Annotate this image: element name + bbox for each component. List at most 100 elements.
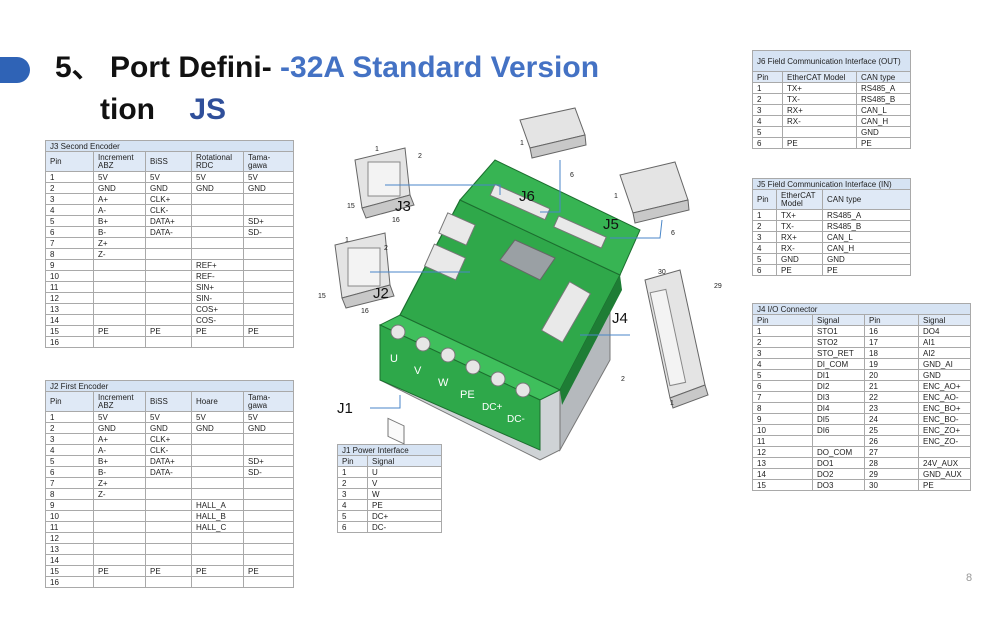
j3-cell: 5V (243, 171, 294, 183)
j3-cell: GND (93, 182, 146, 194)
j3-cell (145, 248, 192, 260)
j3-cell (93, 303, 146, 315)
j3-cell: 5V (145, 171, 192, 183)
terminal-screws (390, 324, 531, 398)
j3-cell (243, 259, 294, 271)
j3-header: BiSS (145, 151, 192, 172)
pin-j2-1: 1 (345, 237, 349, 244)
pin-j4-30: 30 (658, 269, 666, 276)
j2-cell (145, 554, 192, 566)
j3-cell (243, 292, 294, 304)
j2-cell (191, 433, 244, 445)
j5-cell: GND (776, 253, 823, 265)
j2-cell: 2 (45, 422, 94, 434)
j1-cell: 6 (337, 521, 368, 533)
j3-cell: 5V (191, 171, 244, 183)
j3-table-row: 16 (45, 336, 294, 348)
j2-table-row: 12 (45, 532, 295, 544)
j5-header-row: Pin EtherCAT Model CAN type (752, 189, 911, 210)
j2-cell: GND (242, 422, 295, 434)
j2-cell: 5V (242, 411, 295, 423)
j2-cell: A+ (93, 433, 146, 445)
j3-cell (93, 292, 146, 304)
j4-cell: 30 (864, 479, 919, 491)
j4-cell: STO2 (812, 336, 865, 348)
page-title: 5、 Port Defini- -32A Standard Version (55, 50, 599, 86)
j2-cell: HALL_A (191, 499, 244, 511)
j3-cell (191, 248, 244, 260)
j2-cell (191, 444, 244, 456)
j3-cell: 2 (45, 182, 94, 194)
j2-cell (145, 576, 192, 588)
j2-cell: 5V (145, 411, 192, 423)
j3-cell (191, 336, 244, 348)
j1-cell: 3 (337, 488, 368, 500)
j3-cell: PE (243, 325, 294, 337)
callout-arrows (370, 160, 663, 409)
terminal-label-w: W (438, 377, 449, 389)
j2-cell: 3 (45, 433, 94, 445)
j4-cell: DI6 (812, 424, 865, 436)
label-j3: J3 (395, 198, 411, 215)
j2-cell: 9 (45, 499, 94, 511)
j4-cell: DO3 (812, 479, 865, 491)
pin-j3-15: 15 (347, 203, 355, 210)
driver-board-illustration: U V W PE DC+ DC- (334, 107, 709, 461)
j5-cell: GND (822, 253, 911, 265)
j4-cell: 9 (752, 413, 813, 425)
j3-cell: DATA+ (145, 215, 192, 227)
j2-cell (145, 488, 192, 500)
j6-cell: RX+ (782, 104, 857, 116)
j2-caption: J2 First Encoder (44, 380, 295, 392)
j2-cell (93, 510, 146, 522)
j4-cell: 4 (752, 358, 813, 370)
j2-cell (242, 543, 295, 555)
j4-cell: 11 (752, 435, 813, 447)
pin-j5-1: 1 (614, 193, 618, 200)
j2-table-row: 9 HALL_A (45, 499, 295, 511)
j3-cell (145, 292, 192, 304)
j6-caption: J6 Field Communication Interface (OUT) (751, 50, 912, 72)
j2-table: J2 First Encoder Pin Increment ABZ BiSS … (44, 380, 295, 588)
j2-cell: SD- (242, 466, 295, 478)
j4-cell: GND_AI (917, 358, 972, 370)
j2-cell (242, 433, 295, 445)
j3-cell: 12 (45, 292, 94, 304)
j3-cell: COS- (191, 314, 244, 326)
j4-cell: 6 (752, 380, 813, 392)
j5-cell: 5 (752, 253, 777, 265)
j4-cell: 28 (864, 457, 919, 469)
j1-cell: 5 (337, 510, 368, 522)
j4-cell: 18 (864, 347, 919, 359)
arrow-j3 (385, 184, 501, 195)
j2-cell (93, 532, 146, 544)
j6-cell: 3 (752, 104, 783, 116)
j4-cell: 15 (752, 479, 813, 491)
j2-cell: DATA+ (145, 455, 192, 467)
label-j5: J5 (603, 216, 619, 233)
onboard-connector-j4 (540, 281, 592, 343)
j6-cell: CAN_H (855, 115, 912, 127)
j2-cell: 11 (45, 521, 94, 533)
j4-cell (812, 435, 865, 447)
j2-cell: GND (93, 422, 146, 434)
j5-cell: TX- (776, 220, 823, 232)
j2-cell: SD+ (242, 455, 295, 467)
j3-cell: SD- (243, 226, 294, 238)
j3-cell: 11 (45, 281, 94, 293)
j2-cell: PE (93, 565, 146, 577)
j3-cell: 6 (45, 226, 94, 238)
